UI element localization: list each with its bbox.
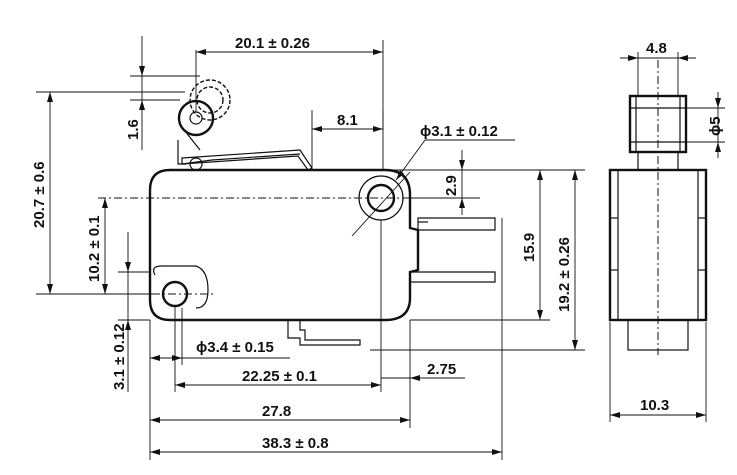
dim-side-top-width: 4.8 <box>620 40 696 96</box>
dim-body-height: 19.2 ± 0.26 <box>370 169 585 351</box>
label-terminal-span: 15.9 <box>521 233 538 262</box>
dim-bottom-offset: 3.1 ± 0.12 <box>111 232 150 392</box>
dim-terminal-span: 15.9 <box>410 169 550 321</box>
label-hole-spacing: 22.25 ± 0.1 <box>242 368 317 385</box>
label-top-width: 20.1 ± 0.26 <box>235 35 310 52</box>
label-side-top-width: 4.8 <box>646 40 667 57</box>
label-hole-large: ϕ3.4 ± 0.15 <box>196 339 274 356</box>
label-mount-hole-height: 10.2 ± 0.1 <box>86 215 103 282</box>
dim-side-roller: ϕ5 <box>686 92 725 158</box>
dim-mount-hole-height: 10.2 ± 0.1 <box>86 198 108 294</box>
label-body-length: 27.8 <box>262 403 291 420</box>
label-body-height: 19.2 ± 0.26 <box>556 237 573 312</box>
terminal-upper <box>417 217 496 231</box>
label-lever-offset: 8.1 <box>337 112 358 129</box>
dim-roller-drop: 1.6 <box>125 36 200 150</box>
label-roller-drop: 1.6 <box>125 119 142 140</box>
dim-overall-length: 38.3 ± 0.8 <box>150 218 503 460</box>
label-bottom-offset: 3.1 ± 0.12 <box>111 323 128 390</box>
dim-side-width: 10.3 <box>609 322 707 422</box>
dim-top-width: 20.1 ± 0.26 <box>195 35 384 170</box>
label-side-roller: ϕ5 <box>707 116 724 136</box>
lever-arm <box>177 140 313 171</box>
mount-hole-lower <box>152 265 209 309</box>
switch-body <box>148 168 420 346</box>
dim-body-length: 27.8 <box>149 320 411 460</box>
dim-terminal-pitch: 2.75 <box>381 320 465 392</box>
roller <box>177 79 231 151</box>
dim-top-to-hole: 2.9 <box>385 150 480 215</box>
label-total-height: 20.7 ± 0.6 <box>31 161 48 228</box>
label-hole-small: ϕ3.1 ± 0.12 <box>420 123 498 140</box>
label-terminal-pitch: 2.75 <box>427 361 456 378</box>
label-overall-length: 38.3 ± 0.8 <box>262 435 329 452</box>
dim-lever-offset: 8.1 <box>311 110 384 168</box>
label-top-to-hole: 2.9 <box>443 175 460 196</box>
side-view <box>608 60 708 355</box>
terminal-lower <box>409 271 496 283</box>
dim-hole-spacing: 22.25 ± 0.1 <box>174 220 382 392</box>
dim-total-height: 20.7 ± 0.6 <box>31 91 185 295</box>
dim-hole-small: ϕ3.1 ± 0.12 <box>395 123 515 181</box>
label-side-width: 10.3 <box>640 397 669 414</box>
dim-hole-large: ϕ3.4 ± 0.15 <box>150 308 290 365</box>
